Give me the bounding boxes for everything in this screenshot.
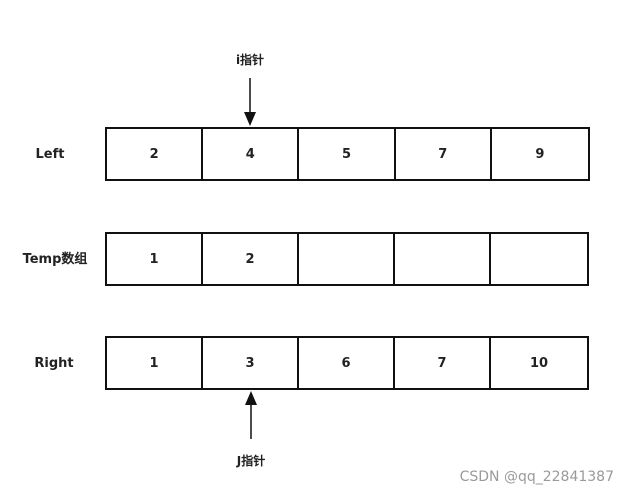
left-row-label: Left	[35, 147, 65, 162]
j-pointer-label: J指针	[236, 454, 266, 468]
right-cell-0: 1	[107, 338, 203, 388]
i-pointer-arrow-icon	[244, 78, 256, 126]
temp-cell-3	[395, 234, 491, 284]
j-pointer-arrow-icon	[245, 391, 257, 439]
i-pointer-label: i指针	[235, 53, 265, 67]
temp-array: 1 2	[105, 232, 589, 286]
temp-cell-1: 2	[203, 234, 299, 284]
left-cell-4: 9	[535, 146, 545, 162]
temp-cell-2	[299, 234, 395, 284]
left-cell-1: 4	[203, 129, 300, 179]
watermark: CSDN @qq_22841387	[459, 469, 614, 485]
right-cell-1: 3	[203, 338, 299, 388]
right-row-label: Right	[34, 356, 74, 371]
right-cell-4: 10	[529, 355, 549, 371]
left-cell-2: 5	[299, 129, 396, 179]
temp-cell-0: 1	[107, 234, 203, 284]
left-array: 2 4 5 7 9	[105, 127, 590, 181]
right-cell-2: 6	[299, 338, 395, 388]
right-cell-3: 7	[395, 338, 491, 388]
right-array: 1 3 6 7 10	[105, 336, 589, 390]
left-cell-3: 7	[396, 129, 492, 179]
temp-row-label: Temp数组	[22, 252, 88, 267]
left-cell-0: 2	[107, 129, 204, 179]
temp-cell-4	[491, 234, 587, 284]
